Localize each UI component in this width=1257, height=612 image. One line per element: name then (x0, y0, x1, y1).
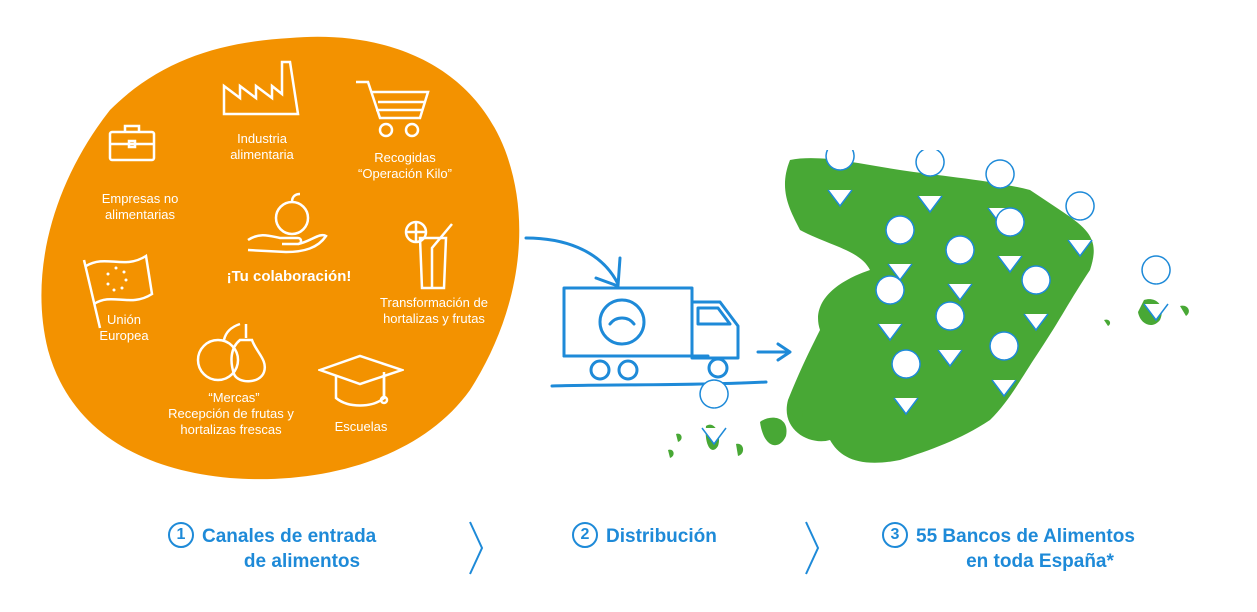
tu-colaboracion-label: ¡Tu colaboración! (226, 268, 352, 285)
food-bank-pin-icon (699, 150, 1171, 446)
source-transformacion: Transformación de hortalizas y frutas (380, 295, 488, 326)
step-2-number: 2 (572, 522, 598, 548)
step-3-number: 3 (882, 522, 908, 548)
eu-flag-icon (82, 253, 154, 329)
fruits-icon (196, 322, 267, 383)
graduation-cap-icon (318, 354, 404, 407)
chevron-right-icon (805, 521, 820, 575)
source-operacion-kilo: “Operación Kilo” (358, 166, 452, 181)
step-3: 3 55 Bancos de Alimentos (882, 522, 1182, 550)
source-industria: Industria alimentaria (230, 131, 294, 162)
shopping-cart-icon (356, 80, 430, 138)
step-2-line1: Distribución (606, 526, 717, 548)
hand-apple-icon (247, 192, 328, 254)
source-union-europea: Unión Europea (99, 312, 149, 343)
delivery-truck-icon (550, 286, 792, 388)
step-1: 1 Canales de entrada (168, 522, 418, 550)
step-3-line1: 55 Bancos de Alimentos (916, 526, 1135, 548)
step-1-line1: Canales de entrada (202, 526, 377, 548)
juice-glass-icon (404, 220, 453, 290)
curved-arrow-icon (524, 236, 622, 289)
factory-icon (222, 60, 300, 116)
source-escuelas: Escuelas (334, 419, 388, 434)
step-1-line2: de alimentos (243, 551, 361, 572)
source-empresas: Empresas no alimentarias (101, 191, 179, 222)
briefcase-icon (108, 124, 156, 162)
chevron-right-icon (469, 521, 484, 575)
step-2: 2 Distribución (572, 522, 772, 550)
spain-map (668, 150, 1189, 463)
source-recogidas-label: Recogidas (374, 150, 436, 165)
step-1-number: 1 (168, 522, 194, 548)
source-mercas-desc: Recepción de frutas y hortalizas frescas (168, 406, 294, 437)
source-mercas-label: “Mercas” (208, 390, 260, 405)
step-3-line2: en toda España* (966, 551, 1114, 572)
